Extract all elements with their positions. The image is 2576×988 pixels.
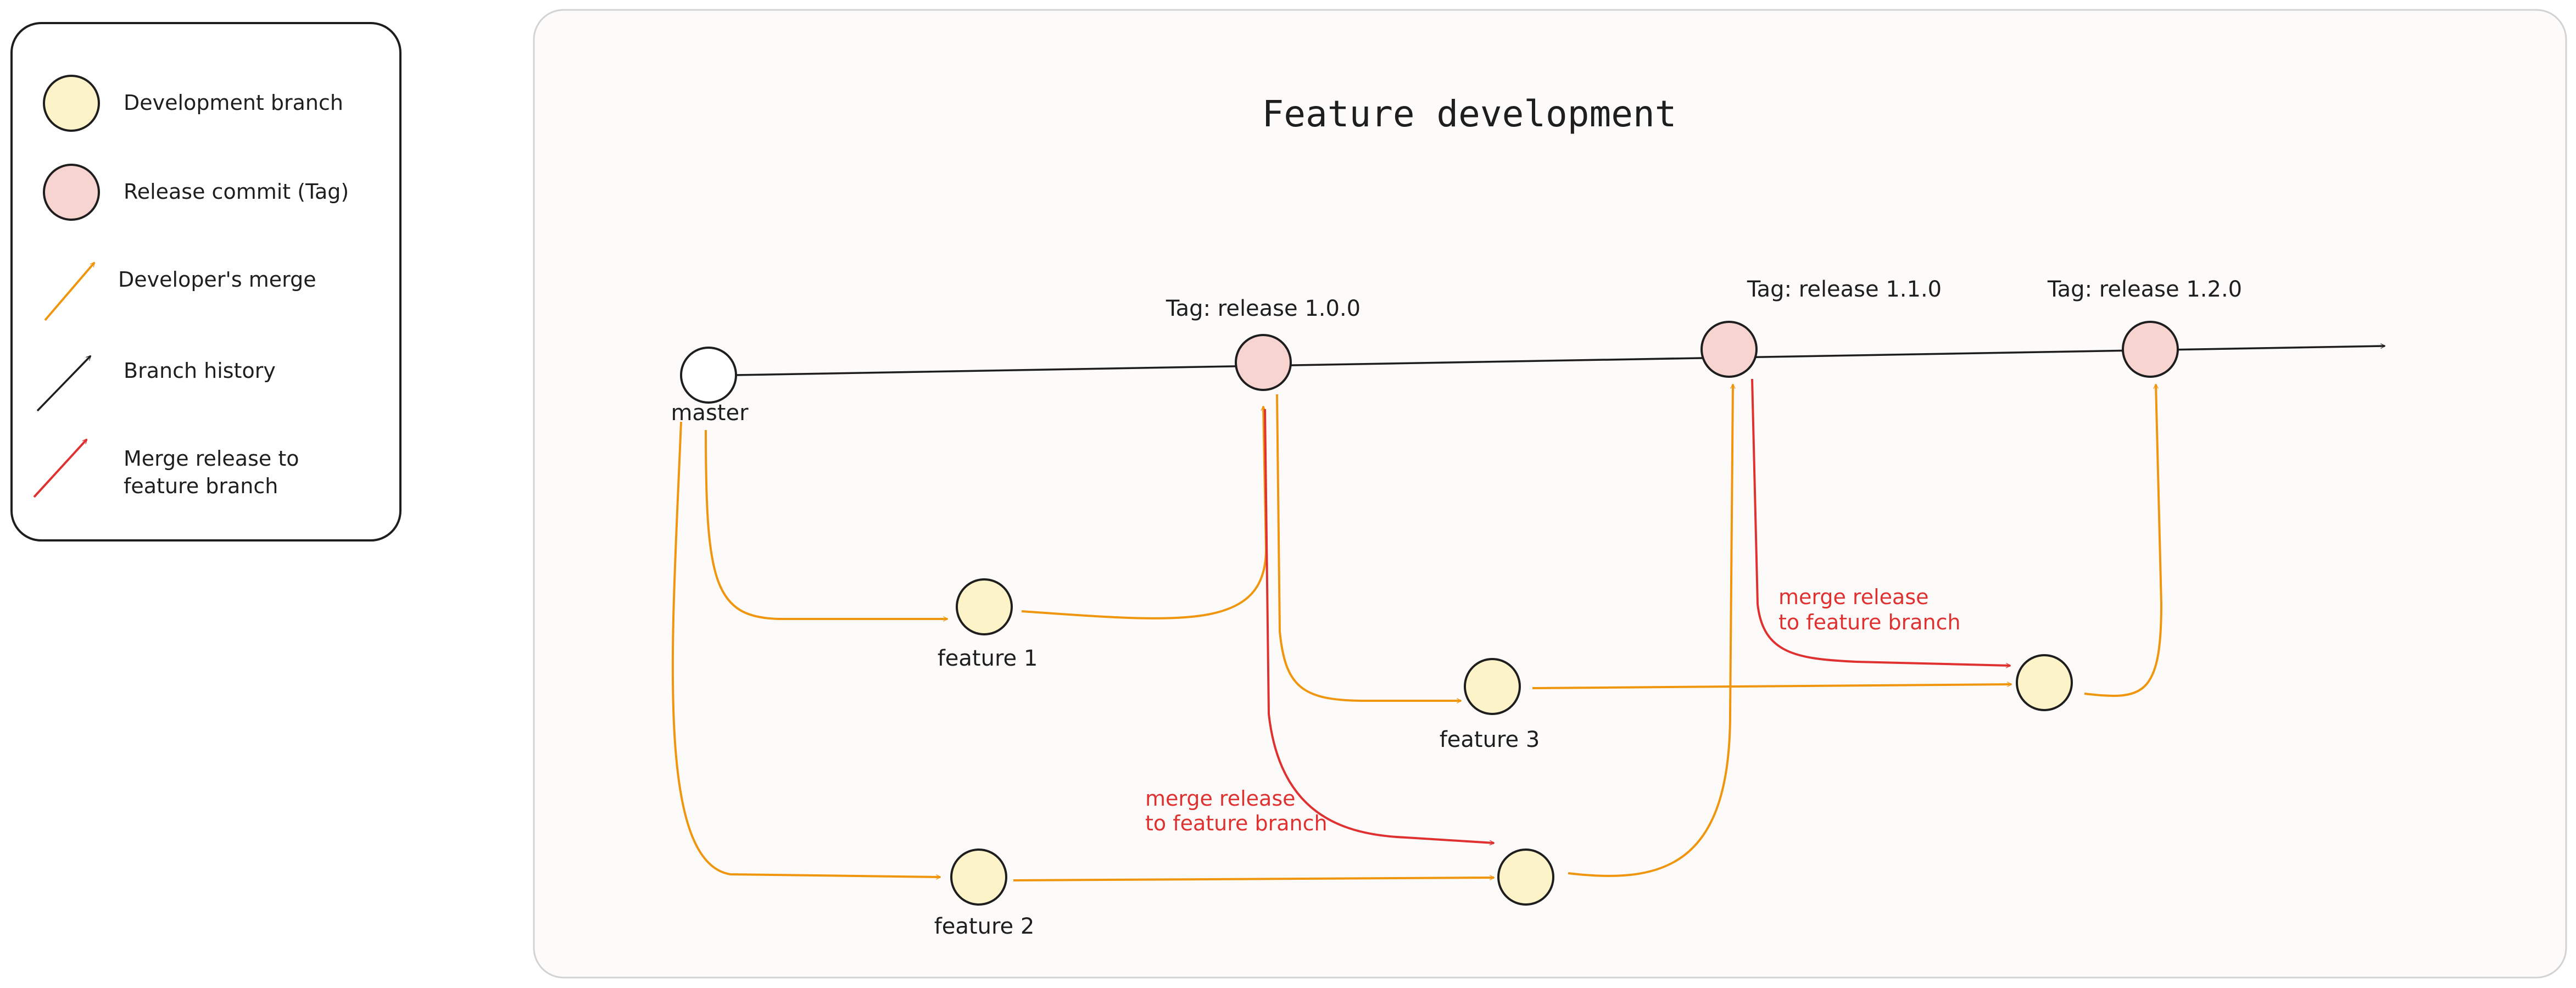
- feature-3-label: feature 3: [1440, 727, 1540, 752]
- merge-release-100-to-feature-3: [1276, 394, 1461, 701]
- release-110-node: [1700, 321, 1758, 378]
- release-100-node: [1235, 334, 1292, 391]
- merge-feature-2-to-commit: [1013, 878, 1494, 881]
- master-node: [680, 347, 737, 404]
- legend-development-branch-label: Development branch: [124, 91, 343, 115]
- release-merges: [1264, 378, 2010, 843]
- merge-feature-3-to-commit-2: [1532, 684, 2011, 689]
- merge-commit-2-to-release-120: [2084, 384, 2163, 697]
- merge-release-100-to-feature-branch: [1264, 409, 1494, 843]
- merge-master-to-feature-2: [671, 421, 940, 877]
- release-120-label: Tag: release 1.2.0: [2047, 277, 2242, 302]
- merge-release-annotation-a-line1: merge release: [1145, 786, 1296, 811]
- legend: Development branch Release commit (Tag) …: [10, 22, 402, 542]
- feature-1-node: [956, 578, 1013, 635]
- legend-development-branch-icon: [43, 75, 100, 132]
- release-110-label: Tag: release 1.1.0: [1747, 277, 1942, 302]
- feature-2-node: [950, 849, 1007, 906]
- legend-release-commit-icon: [43, 164, 100, 221]
- legend-developers-merge-label: Developer's merge: [118, 267, 316, 292]
- diagram-title: Feature development: [1262, 93, 1677, 135]
- legend-release-commit-label: Release commit (Tag): [124, 180, 349, 204]
- developer-merges: [671, 384, 2163, 881]
- legend-merge-release-label-line2: feature branch: [124, 474, 278, 498]
- legend-branch-history-arrow-icon: [36, 356, 91, 412]
- feature-3-node: [1464, 658, 1521, 715]
- legend-developers-merge-arrow-icon: [44, 263, 96, 321]
- master-label: master: [671, 400, 749, 426]
- legend-box: [10, 22, 402, 542]
- merge-release-annotation-b-line1: merge release: [1778, 585, 1929, 609]
- feature-2-label: feature 2: [934, 914, 1035, 939]
- merge-release-annotation-a-line2: to feature branch: [1145, 811, 1328, 835]
- merge-commit-to-release-110: [1568, 384, 1733, 877]
- merge-master-to-feature-1: [705, 429, 947, 619]
- release-120-node: [2122, 321, 2179, 378]
- merge-release-annotation-b-line2: to feature branch: [1778, 610, 1961, 634]
- merge-feature-1-to-release-100: [1021, 406, 1268, 619]
- merge-release-110-to-feature-branch: [1751, 378, 2010, 666]
- diagram-panel: Feature development: [533, 9, 2567, 979]
- diagram-panel-background: [533, 9, 2567, 979]
- legend-merge-release-arrow-icon: [33, 439, 87, 498]
- feature-1-label: feature 1: [938, 646, 1038, 671]
- master-branch-history-line: [734, 346, 2385, 376]
- legend-branch-history-label: Branch history: [124, 359, 276, 383]
- release-100-label: Tag: release 1.0.0: [1166, 296, 1361, 321]
- legend-merge-release-label-line1: Merge release to: [124, 446, 299, 471]
- merge-commit-2-node: [2016, 654, 2073, 711]
- merge-commit-node: [1497, 849, 1554, 906]
